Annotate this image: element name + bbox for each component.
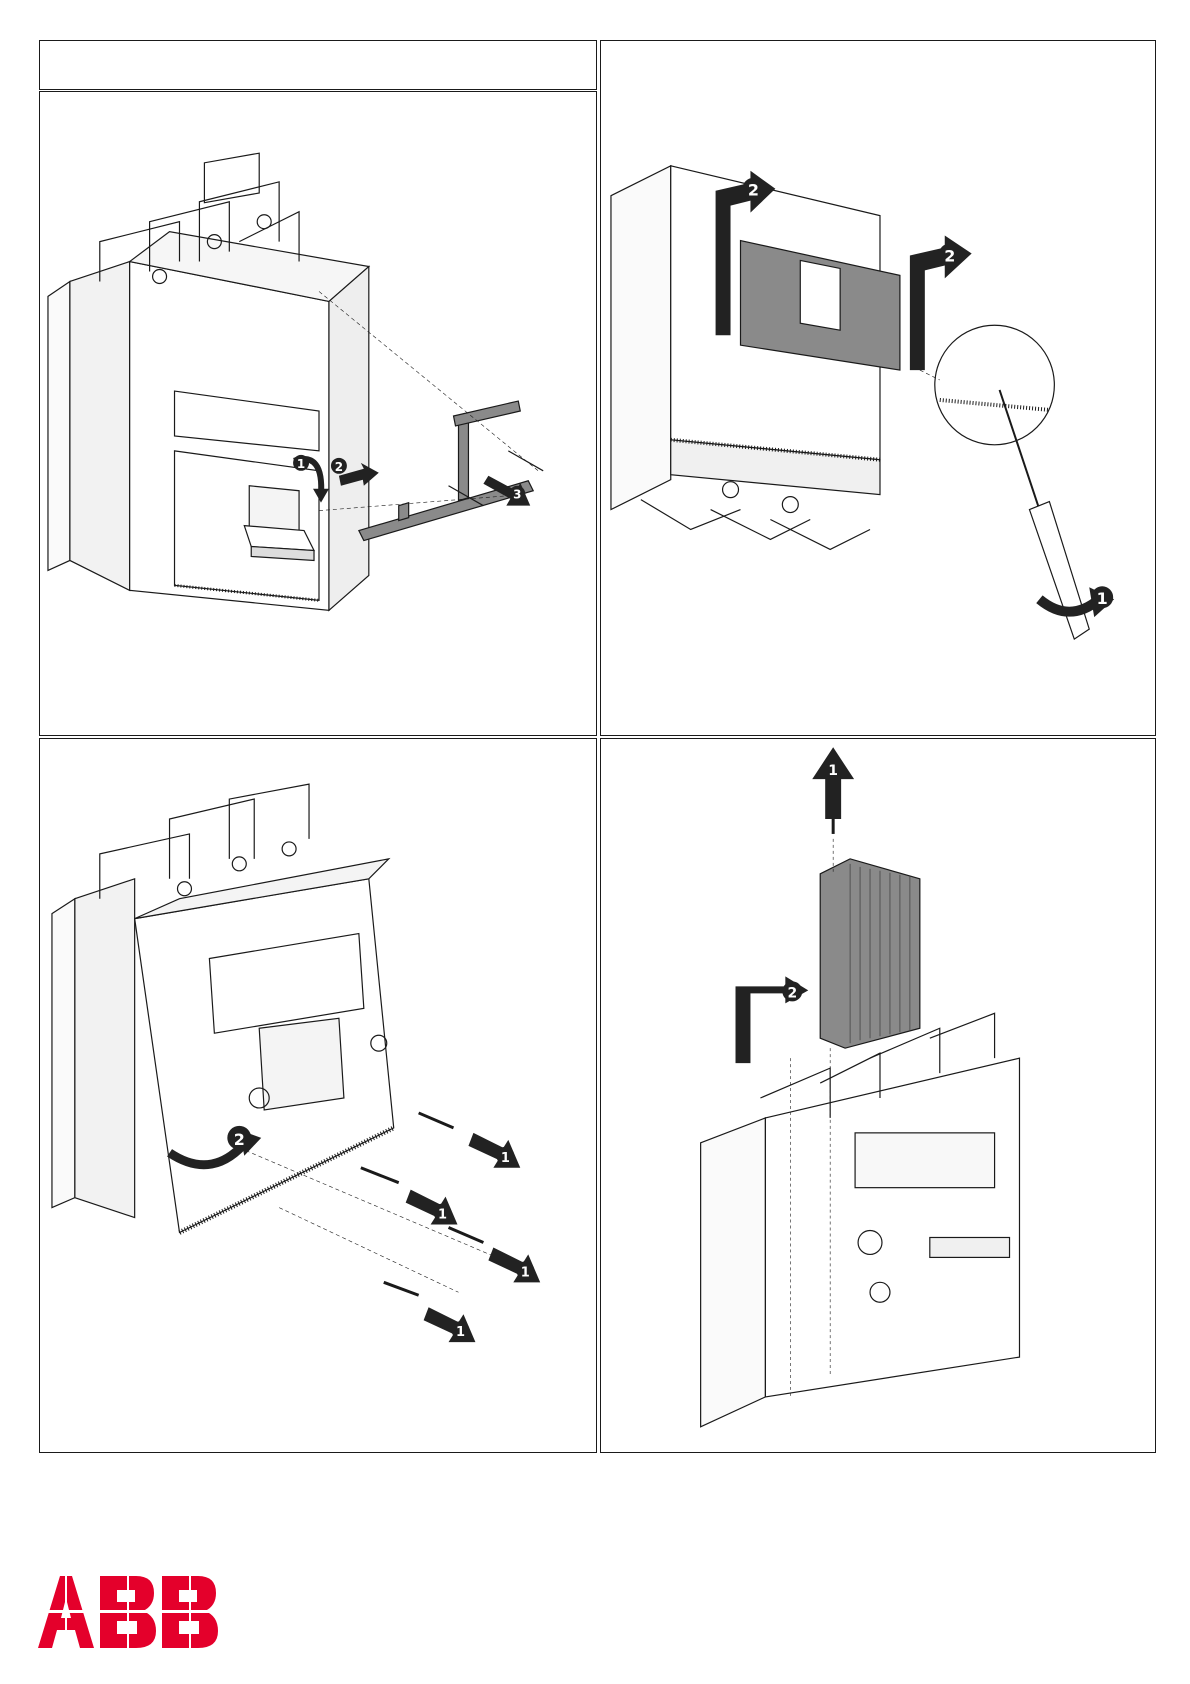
svg-text:2: 2 — [944, 246, 955, 265]
svg-text:1: 1 — [456, 1325, 465, 1340]
svg-text:1: 1 — [521, 1265, 530, 1280]
abb-logo — [38, 1576, 218, 1650]
panel-2-remove-cover: 2 2 1 — [600, 40, 1156, 736]
panel-4-illustration: 1 2 — [601, 739, 1155, 1452]
panel-3-illustration: 2 1 1 1 1 — [40, 739, 596, 1452]
panel-3-step-1c: 1 — [488, 1247, 540, 1282]
panel-4-step-1: 1 — [812, 747, 854, 819]
svg-text:1: 1 — [1097, 589, 1108, 608]
panel-3-step-1a: 1 — [468, 1133, 520, 1168]
panel-3-step-1b: 1 — [406, 1190, 458, 1225]
svg-text:2: 2 — [335, 460, 343, 474]
panel-4-step-2: 2 — [736, 976, 809, 1063]
title-box — [39, 40, 597, 90]
svg-text:2: 2 — [787, 985, 797, 1001]
panel-3-remove-screws: 2 1 1 1 1 — [39, 738, 597, 1453]
svg-text:1: 1 — [501, 1151, 510, 1166]
panel-3-step-1d: 1 — [424, 1307, 476, 1342]
svg-text:1: 1 — [438, 1208, 447, 1223]
panel-1-illustration: 1 2 3 — [40, 92, 596, 735]
panel-4-remove-terminal-cover: 1 2 — [600, 738, 1156, 1453]
svg-text:2: 2 — [234, 1130, 245, 1149]
svg-text:1: 1 — [297, 457, 305, 471]
svg-text:2: 2 — [748, 181, 759, 200]
panel-2-illustration: 2 2 1 — [601, 41, 1155, 735]
panel-1-remove-lever: 1 2 3 — [39, 91, 597, 736]
svg-text:3: 3 — [513, 488, 521, 502]
svg-text:1: 1 — [828, 763, 838, 779]
